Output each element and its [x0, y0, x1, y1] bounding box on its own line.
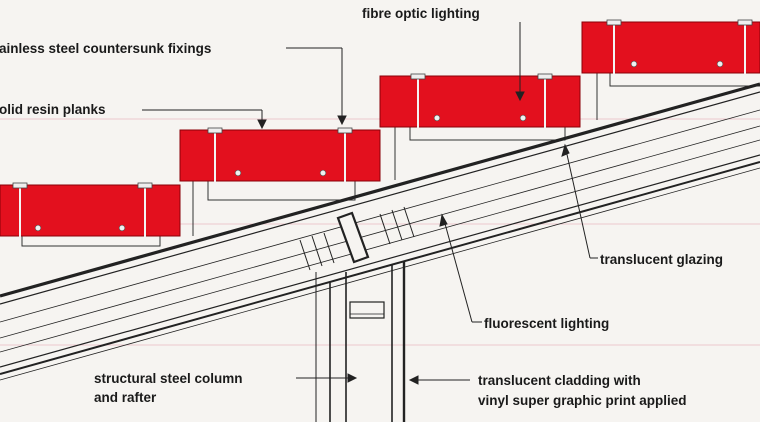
countersunk-fixings — [19, 20, 746, 240]
leader-lines — [142, 22, 598, 385]
sloping-roof — [0, 82, 760, 381]
label-countersunk-fixings: ainless steel countersunk fixings — [0, 41, 211, 56]
label-steel-column-line2: and rafter — [94, 390, 157, 405]
label-steel-column-line1: structural steel column — [94, 371, 243, 386]
label-cladding-line1: translucent cladding with — [478, 373, 641, 388]
fibre-optic-points — [34, 60, 724, 232]
label-fluorescent-lighting: fluorescent lighting — [484, 316, 609, 331]
fixing-caps — [12, 19, 753, 189]
label-cladding-line2: vinyl super graphic print applied — [478, 393, 687, 408]
label-fibre-optic-lighting: fibre optic lighting — [362, 6, 480, 21]
resin-plank-2 — [179, 129, 381, 182]
resin-plank-4 — [581, 21, 760, 74]
resin-planks — [0, 21, 760, 237]
rafter-connection-node — [299, 206, 415, 271]
label-translucent-glazing: translucent glazing — [600, 252, 723, 267]
resin-plank-1 — [0, 184, 181, 237]
plank-supports — [21, 73, 760, 247]
resin-plank-3 — [379, 75, 581, 128]
label-resin-planks: olid resin planks — [0, 102, 106, 117]
steel-column — [315, 262, 406, 422]
